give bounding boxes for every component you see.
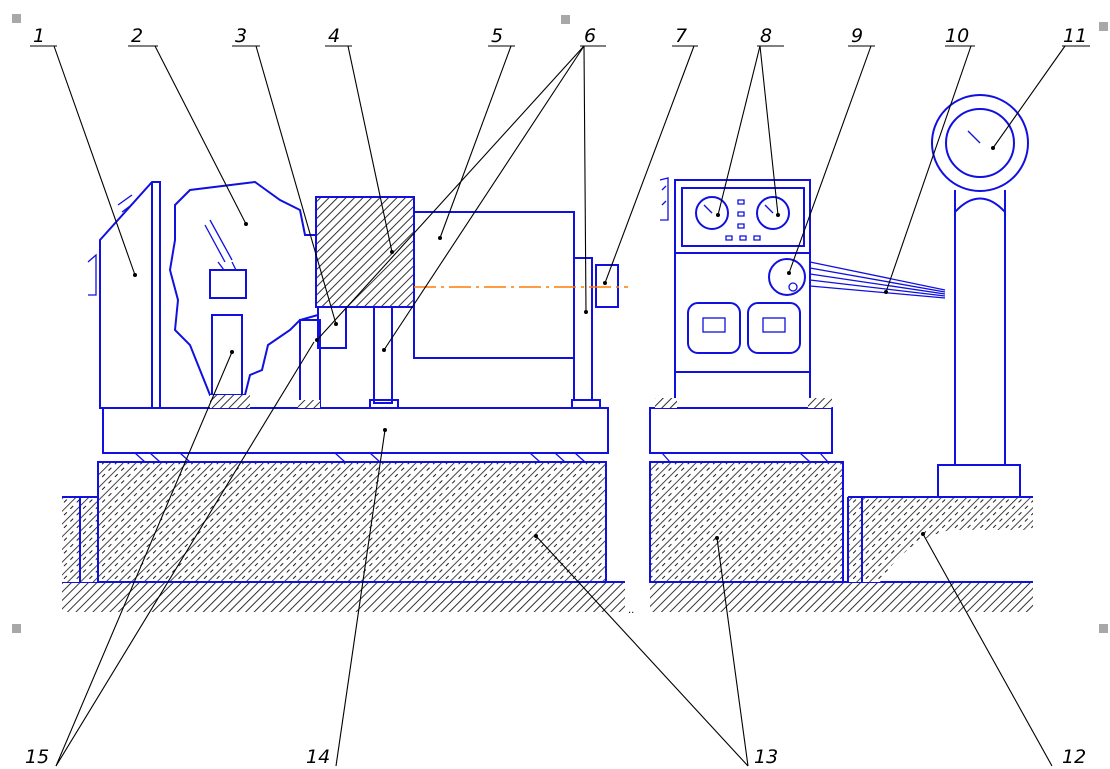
callout-5: 5 — [491, 25, 503, 47]
base-frame — [102, 407, 833, 463]
callout-9: 9 — [851, 25, 863, 47]
callout-4: 4 — [328, 25, 340, 47]
callout-14: 14 — [306, 746, 330, 768]
callout-8: 8 — [760, 25, 772, 47]
hose-bundle — [809, 261, 946, 299]
brake-housing — [315, 196, 415, 308]
gauge-stand — [931, 94, 1029, 498]
callout-3: 3 — [235, 25, 247, 47]
callout-13: 13 — [754, 746, 778, 768]
leader-lines — [30, 45, 1090, 767]
callout-1: 1 — [33, 25, 45, 47]
foundation-blocks — [62, 461, 1033, 583]
operator-cabinet — [87, 181, 161, 409]
callout-2: 2 — [131, 25, 143, 47]
callout-12: 12 — [1062, 746, 1086, 768]
svg-text:..: .. — [628, 605, 634, 616]
floor-ground: .. — [62, 581, 1033, 616]
callout-11: 11 — [1063, 25, 1087, 47]
engine-under-test — [168, 180, 321, 409]
callout-6: 6 — [584, 25, 596, 47]
selection-handles[interactable] — [12, 14, 1108, 633]
control-panel — [655, 177, 832, 409]
dynamometer — [369, 211, 628, 409]
callout-labels: 1 2 3 4 5 6 7 8 9 10 11 12 13 14 15 — [25, 25, 1087, 768]
callout-10: 10 — [945, 25, 969, 47]
callout-7: 7 — [675, 25, 687, 47]
callout-15: 15 — [25, 746, 49, 768]
